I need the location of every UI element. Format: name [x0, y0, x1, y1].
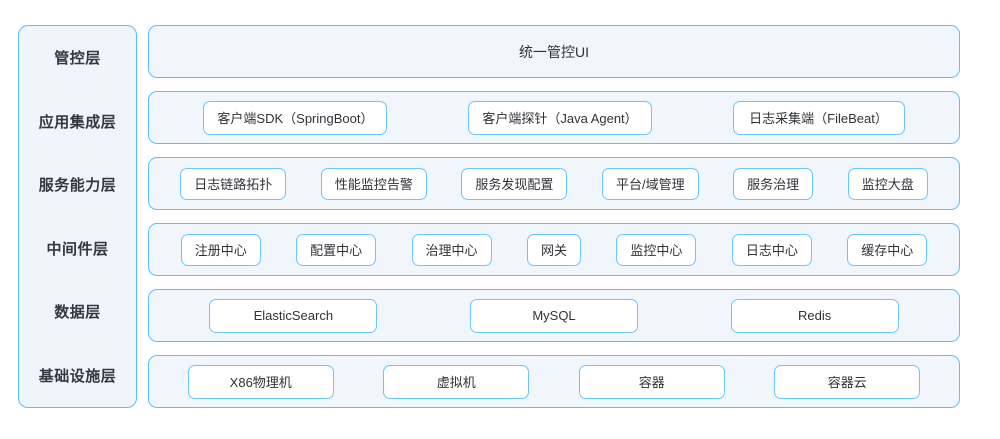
chip-client-sdk[interactable]: 客户端SDK（SpringBoot） [203, 100, 388, 135]
chip-group-app-integration: 客户端SDK（SpringBoot） 客户端探针（Java Agent） 日志采… [149, 92, 959, 143]
sidebar-item-label: 基础设施层 [38, 367, 117, 385]
sidebar-item-label: 数据层 [54, 304, 101, 322]
layer-name-sidebar: 管控层 应用集成层 服务能力层 中间件层 数据层 基础设施层 [18, 25, 137, 408]
chip-monitoring-center[interactable]: 监控中心 [616, 233, 697, 266]
layer-row-infrastructure: X86物理机 虚拟机 容器 容器云 [148, 355, 960, 408]
chip-config-center[interactable]: 配置中心 [296, 233, 377, 266]
chip-label: X86物理机 [229, 375, 292, 390]
chip-service-governance[interactable]: 服务治理 [733, 167, 814, 200]
chip-log-collector[interactable]: 日志采集端（FileBeat） [732, 100, 905, 135]
chip-label: 网关 [540, 243, 567, 258]
chip-container-cloud[interactable]: 容器云 [774, 364, 921, 399]
chip-label: 客户端SDK（SpringBoot） [217, 111, 374, 126]
chip-service-discovery-config[interactable]: 服务发现配置 [461, 167, 568, 200]
unified-control-ui-label: 统一管控UI [519, 43, 589, 60]
chip-mysql[interactable]: MySQL [469, 298, 638, 333]
chip-label: 监控大盘 [861, 177, 914, 192]
chip-label: MySQL [532, 308, 576, 323]
sidebar-item-infrastructure-layer[interactable]: 基础设施层 [19, 344, 136, 408]
chip-governance-center[interactable]: 治理中心 [411, 233, 492, 266]
chip-label: 治理中心 [425, 243, 478, 258]
chip-label: 容器云 [827, 375, 867, 390]
chip-elasticsearch[interactable]: ElasticSearch [209, 298, 378, 333]
chip-label: 监控中心 [630, 243, 683, 258]
chip-group-infrastructure: X86物理机 虚拟机 容器 容器云 [149, 356, 959, 407]
sidebar-item-label: 管控层 [54, 50, 101, 68]
chip-group-data: ElasticSearch MySQL Redis [149, 290, 959, 341]
layer-rows: 统一管控UI 客户端SDK（SpringBoot） 客户端探针（Java Age… [148, 25, 960, 408]
chip-label: 服务治理 [747, 177, 800, 192]
layer-row-middleware: 注册中心 配置中心 治理中心 网关 监控中心 日志中心 缓存中心 [148, 223, 960, 276]
chip-log-center[interactable]: 日志中心 [731, 233, 812, 266]
chip-virtual-machine[interactable]: 虚拟机 [383, 364, 530, 399]
chip-label: 缓存中心 [861, 243, 914, 258]
chip-redis[interactable]: Redis [730, 298, 899, 333]
chip-platform-domain-management[interactable]: 平台/域管理 [601, 167, 699, 200]
chip-label: 客户端探针（Java Agent） [482, 111, 638, 126]
chip-registry-center[interactable]: 注册中心 [180, 233, 261, 266]
chip-client-agent[interactable]: 客户端探针（Java Agent） [468, 100, 652, 135]
chip-group-service-capability: 日志链路拓扑 性能监控告警 服务发现配置 平台/域管理 服务治理 监控大盘 [149, 158, 959, 209]
chip-label: ElasticSearch [253, 308, 334, 323]
sidebar-item-label: 应用集成层 [38, 113, 117, 131]
sidebar-item-label: 中间件层 [46, 240, 109, 258]
sidebar-item-data-layer[interactable]: 数据层 [19, 280, 136, 344]
chip-log-trace-topology[interactable]: 日志链路拓扑 [180, 167, 287, 200]
chip-container[interactable]: 容器 [578, 364, 725, 399]
chip-performance-monitoring-alert[interactable]: 性能监控告警 [320, 167, 427, 200]
sidebar-item-label: 服务能力层 [38, 177, 117, 195]
layer-row-service-capability: 日志链路拓扑 性能监控告警 服务发现配置 平台/域管理 服务治理 监控大盘 [148, 157, 960, 210]
sidebar-item-app-integration-layer[interactable]: 应用集成层 [19, 90, 136, 154]
chip-label: 服务发现配置 [475, 177, 554, 192]
chip-label: 日志中心 [745, 243, 798, 258]
chip-label: 平台/域管理 [615, 177, 685, 192]
chip-label: 注册中心 [194, 243, 247, 258]
chip-label: 性能监控告警 [334, 177, 413, 192]
chip-monitoring-dashboard[interactable]: 监控大盘 [847, 167, 928, 200]
layer-row-app-integration: 客户端SDK（SpringBoot） 客户端探针（Java Agent） 日志采… [148, 91, 960, 144]
chip-x86-physical-machine[interactable]: X86物理机 [187, 364, 334, 399]
sidebar-item-middleware-layer[interactable]: 中间件层 [19, 217, 136, 281]
chip-label: 日志链路拓扑 [194, 177, 273, 192]
chip-label: 虚拟机 [436, 375, 476, 390]
layer-row-control: 统一管控UI [148, 25, 960, 78]
chip-group-middleware: 注册中心 配置中心 治理中心 网关 监控中心 日志中心 缓存中心 [149, 224, 959, 275]
chip-label: 日志采集端（FileBeat） [749, 111, 888, 126]
sidebar-item-service-capability-layer[interactable]: 服务能力层 [19, 153, 136, 217]
chip-gateway[interactable]: 网关 [526, 233, 581, 266]
layer-row-data: ElasticSearch MySQL Redis [148, 289, 960, 342]
chip-label: 配置中心 [310, 243, 363, 258]
chip-label: Redis [798, 308, 832, 323]
chip-label: 容器 [638, 375, 665, 390]
chip-cache-center[interactable]: 缓存中心 [847, 233, 928, 266]
sidebar-item-control-layer[interactable]: 管控层 [19, 26, 136, 90]
